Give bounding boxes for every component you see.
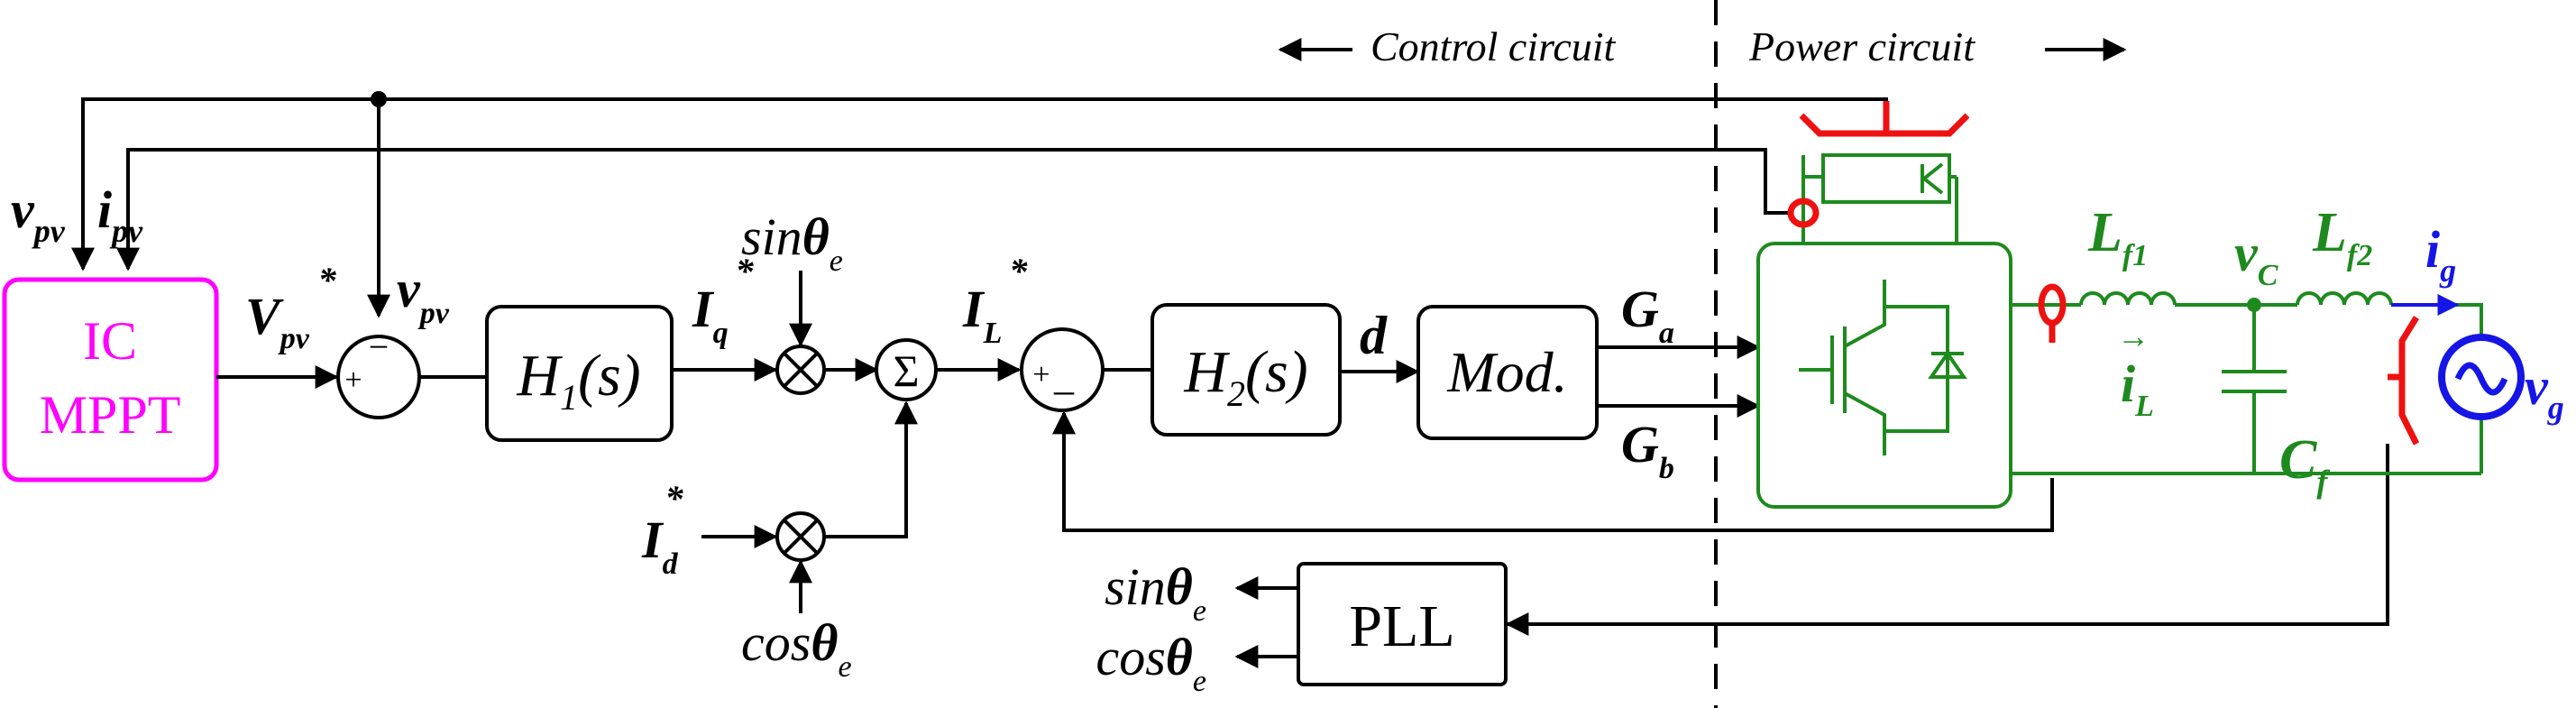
diode-triangle — [1928, 350, 1967, 379]
il-ref-label: IL* — [962, 251, 1028, 350]
grid-wire-top — [2445, 303, 2483, 338]
pv-panel-box — [1821, 153, 1951, 204]
cos-bottom-label: cosθe — [741, 613, 852, 684]
igbt-collector — [1844, 280, 1886, 348]
vpv-wire — [71, 97, 1888, 271]
power-circuit — [1756, 153, 2481, 509]
il-label: iL — [2121, 354, 2154, 423]
h2-block: H2(s) — [1150, 303, 1342, 437]
sigma-summer: Σ — [875, 338, 938, 401]
header: Control circuit Power circuit — [1278, 0, 2127, 708]
lf2-label: Lf2 — [2312, 202, 2372, 272]
ipv-wire — [116, 148, 1790, 271]
pll-label: PLL — [1349, 593, 1454, 659]
summer-1-plus: + — [344, 363, 362, 397]
multiplier-cos — [775, 511, 826, 562]
vpv-ref-label: Vpv* — [245, 260, 337, 355]
vc-label: vC — [2234, 224, 2278, 292]
id-ref-label: Id* — [641, 478, 684, 581]
h1-label: H1(s) — [516, 343, 640, 418]
grid-sense-wire — [1505, 444, 2389, 636]
vg-label: vg — [2525, 357, 2564, 426]
summer-1-minus: − — [369, 326, 390, 367]
h2-label: H2(s) — [1183, 339, 1307, 414]
gb-label: Gb — [1621, 415, 1674, 485]
mppt-label: MPPT — [40, 385, 181, 445]
cf-label: Cf — [2279, 429, 2330, 500]
lf2-coil — [2296, 291, 2393, 306]
ic-label: IC — [83, 311, 137, 371]
pll-block: PLL — [1297, 562, 1508, 686]
wire-cos-sigma — [824, 400, 918, 538]
summer-1: − + — [336, 326, 421, 419]
h1-box — [485, 305, 674, 442]
lf1-coil — [2079, 291, 2177, 306]
lf1-label: Lf1 — [2087, 202, 2148, 272]
grid-voltage-sensor — [2398, 316, 2420, 446]
diode-frame — [1884, 305, 1949, 433]
pv-diode-tri — [1921, 162, 1944, 195]
inverter-box — [1756, 242, 2012, 509]
il-feedback-wire — [1052, 410, 2054, 532]
mod-block: Mod. — [1416, 305, 1599, 440]
duty-label: d — [1360, 306, 1388, 365]
h1-block: H1(s) — [485, 305, 674, 442]
iq-ref-label: Iq* — [692, 251, 755, 350]
ga-label: Ga — [1621, 280, 1674, 350]
pv-feedback-wires — [71, 97, 1888, 318]
power-circuit-label: Power circuit — [1748, 23, 1976, 69]
vpv-feedback-label: vpv — [397, 260, 450, 330]
pv-current-sensor — [1787, 198, 1820, 228]
mod-label: Mod. — [1446, 340, 1567, 404]
grid-source — [2438, 334, 2525, 420]
summer-2-minus: _ — [1053, 354, 1075, 399]
igbt-emitter — [1844, 391, 1886, 455]
ipv-input-label: ipv — [97, 180, 143, 249]
il-arrow-label: → — [2117, 318, 2150, 354]
grid-source-circle — [2438, 334, 2525, 420]
ig-label: ig — [2425, 220, 2456, 289]
vpv-input-label: vpv — [11, 180, 66, 249]
mod-box — [1416, 305, 1599, 440]
pll-sin-label: sinθe — [1105, 557, 1206, 628]
multiplier-cos-x2 — [783, 519, 819, 555]
sine-icon — [2454, 362, 2508, 396]
multiplier-sin — [775, 345, 826, 395]
junction-dot — [371, 91, 387, 107]
control-circuit-label: Control circuit — [1371, 23, 1617, 69]
summer-2: + _ — [1020, 327, 1105, 412]
vc-node-dot — [2247, 298, 2261, 312]
pll-cos-label: cosθe — [1095, 628, 1206, 698]
summer-2-plus: + — [1032, 358, 1050, 391]
sensors — [1787, 101, 2420, 446]
ic-mppt-block: IC MPPT — [2, 277, 219, 483]
sigma-label: Σ — [893, 345, 919, 396]
multiplier-sin-x2 — [783, 352, 819, 388]
ic-mppt-box — [2, 277, 219, 483]
sin-top-label: sinθe — [741, 207, 843, 278]
